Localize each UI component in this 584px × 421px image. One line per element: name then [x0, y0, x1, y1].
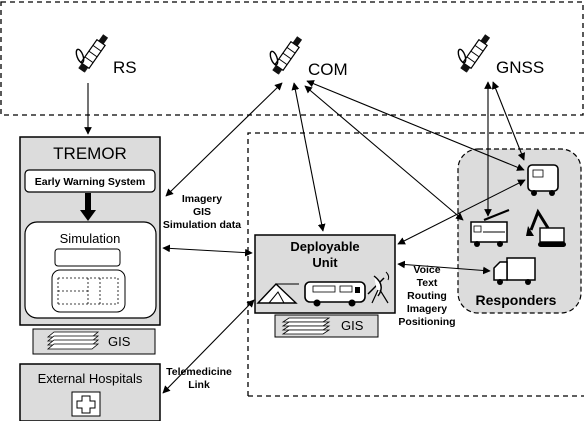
early-warning-label: Early Warning System — [35, 176, 145, 188]
voice-line-5: Positioning — [398, 316, 455, 328]
deployable-unit-block: Deployable Unit — [254, 234, 396, 314]
truck-icon — [493, 257, 536, 285]
deployable-van-arrow — [397, 179, 526, 245]
deployable-gis-label: GIS — [341, 318, 364, 333]
com-firetruck-arrow — [304, 85, 464, 221]
down-arrow-icon — [80, 210, 96, 221]
connection-arrows — [84, 80, 526, 394]
satellite-icon — [74, 32, 111, 74]
imagery-link-label: Imagery GIS Simulation data — [163, 193, 241, 231]
tremor-com-arrow — [165, 82, 283, 197]
responders-label: Responders — [476, 292, 557, 308]
dish-icon — [367, 271, 390, 304]
tremor-deployable-arrow — [162, 244, 253, 257]
telemedicine-line-1: Telemedicine — [166, 366, 232, 378]
tremor-gis-label: GIS — [108, 334, 131, 349]
tremor-gis: GIS — [32, 328, 156, 355]
rs-label: RS — [113, 58, 137, 77]
van-icon — [527, 164, 559, 196]
responders-block: Responders — [457, 148, 582, 314]
com-deployable-arrow — [291, 82, 326, 232]
voice-line-1: Voice — [413, 264, 440, 276]
com-satellite: COM — [268, 34, 348, 79]
com-van-arrow — [306, 80, 525, 171]
deployable-unit-label-2: Unit — [312, 255, 338, 270]
deployable-gis: GIS — [274, 314, 379, 338]
tremor-block: TREMOR Early Warning System Simulation — [19, 136, 161, 326]
deployable-truck-arrow — [397, 260, 491, 275]
satellite-icon — [268, 34, 305, 76]
early-warning-box — [24, 169, 156, 193]
tremor-title: TREMOR — [53, 144, 127, 163]
imagery-line-3: Simulation data — [163, 219, 241, 231]
hospitals-deployable-arrow — [162, 299, 255, 394]
rs-satellite: RS — [74, 32, 137, 77]
excavator-icon — [526, 208, 566, 247]
imagery-line-1: Imagery — [182, 193, 222, 205]
gnss-label: GNSS — [496, 58, 544, 77]
van-icon — [304, 281, 366, 307]
voice-link-label: Voice Text Routing Imagery Positioning — [398, 264, 455, 328]
voice-line-2: Text — [417, 277, 438, 289]
gnss-satellite: GNSS — [456, 32, 544, 77]
voice-line-3: Routing — [407, 290, 447, 302]
com-label: COM — [308, 60, 348, 79]
telemedicine-line-2: Link — [188, 379, 210, 391]
deployable-unit-label-1: Deployable — [290, 239, 359, 254]
tent-icon — [256, 283, 299, 304]
imagery-line-2: GIS — [193, 206, 211, 218]
telemedicine-link-label: Telemedicine Link — [166, 366, 232, 391]
external-hospitals-label: External Hospitals — [38, 371, 143, 386]
voice-line-4: Imagery — [407, 303, 447, 315]
simulation-label: Simulation — [60, 231, 121, 246]
external-hospitals-block: External Hospitals — [19, 363, 161, 421]
cross-icon — [76, 395, 96, 414]
satellite-icon — [456, 32, 493, 74]
gnss-van-arrow — [491, 81, 526, 161]
